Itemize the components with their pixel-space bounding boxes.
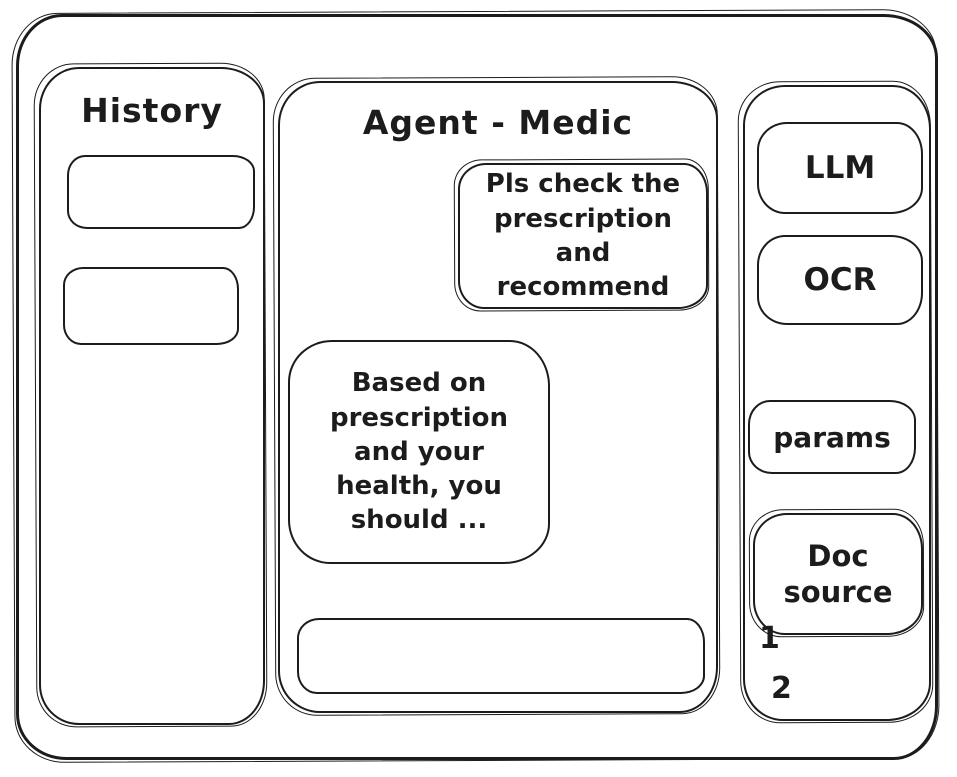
doc-source-button[interactable]: Doc source [753,513,923,635]
history-title: History [81,91,223,130]
user-message-bubble: Pls check the prescription and recommend [458,163,708,309]
app-frame: History Agent - Medic Pls check the pres… [16,14,938,760]
chat-title: Agent - Medic [362,103,634,142]
doc-source-item-1[interactable]: 1 [759,621,780,656]
history-item[interactable] [67,155,255,229]
message-input[interactable] [297,618,705,694]
llm-button[interactable]: LLM [757,122,923,214]
doc-source-item-2[interactable]: 2 [771,671,792,706]
chat-panel: Agent - Medic Pls check the prescription… [278,81,718,713]
assistant-message-bubble: Based on prescription and your health, y… [288,340,550,564]
tools-panel: LLM OCR params Doc source 1 2 [743,85,931,721]
ocr-button[interactable]: OCR [757,235,923,325]
params-button[interactable]: params [748,400,916,474]
history-item[interactable] [63,267,239,345]
history-panel: History [39,67,265,725]
